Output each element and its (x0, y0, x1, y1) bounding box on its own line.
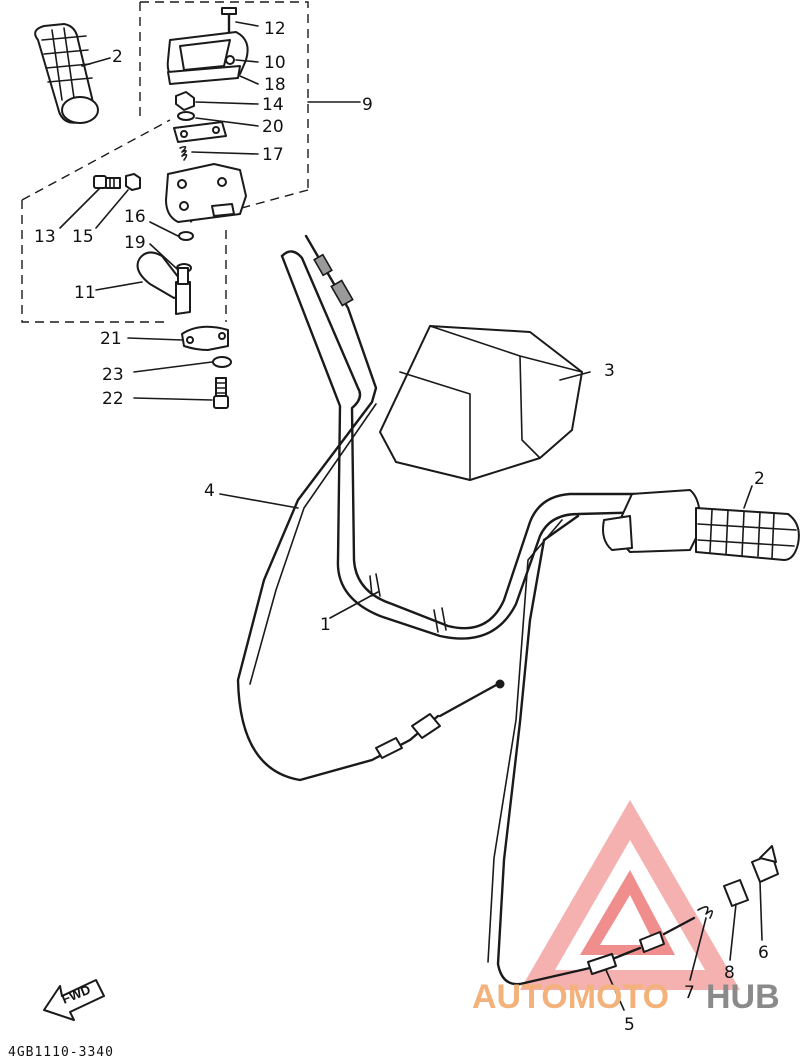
locknut (125, 173, 141, 191)
callout-4: 4 (204, 481, 215, 501)
washer-23 (212, 356, 232, 368)
diagram-code: 4GB1110-3340 (8, 1045, 114, 1060)
callout-20: 20 (262, 117, 284, 137)
throttle-lever (136, 251, 191, 315)
watermark-text-2: HUB (706, 978, 780, 1016)
callout-10: 10 (264, 53, 286, 73)
clamp (181, 325, 229, 351)
assembly-outline (21, 1, 361, 323)
callout-2-left: 2 (112, 47, 123, 67)
grip-left (34, 23, 99, 124)
throttle-housing (165, 163, 247, 223)
brake-cable (487, 514, 696, 986)
spring-17 (179, 145, 188, 161)
callout-2-right: 2 (754, 469, 765, 489)
callout-13: 13 (34, 227, 56, 247)
callout-5: 5 (624, 1015, 635, 1035)
washer-16 (178, 231, 194, 241)
callout-9: 9 (362, 95, 373, 115)
leader-lines (59, 21, 763, 1011)
callout-6: 6 (758, 943, 769, 963)
spring-7 (697, 906, 714, 919)
watermark: AUTOMOTO HUB (472, 978, 780, 1016)
callout-3: 3 (604, 361, 615, 381)
wing-nut (751, 845, 779, 883)
callout-1: 1 (320, 615, 331, 635)
callout-22: 22 (102, 389, 124, 409)
plate (173, 121, 227, 143)
watermark-text-1: AUTOMOTO (472, 978, 669, 1016)
callout-21: 21 (100, 329, 122, 349)
callout-15: 15 (72, 227, 94, 247)
grip-right (602, 489, 800, 561)
callout-11: 11 (74, 283, 96, 303)
handlebar (280, 250, 662, 640)
callout-labels: 2 12 10 18 14 20 17 9 13 15 16 19 11 21 … (34, 19, 769, 1035)
throttle-cable (236, 234, 505, 782)
callout-19: 19 (124, 233, 146, 253)
washer-20 (177, 111, 195, 121)
callout-23: 23 (102, 365, 124, 385)
cable-joint (723, 879, 749, 907)
callout-8: 8 (724, 963, 735, 983)
adjuster-bolt (93, 175, 121, 189)
callout-17: 17 (262, 145, 284, 165)
nut (175, 91, 195, 111)
callout-14: 14 (262, 95, 284, 115)
handlebar-cover (379, 325, 583, 481)
callout-12: 12 (264, 19, 286, 39)
callout-7: 7 (684, 983, 695, 1003)
callout-16: 16 (124, 207, 146, 227)
watermark-logo (520, 800, 740, 990)
bolt-22 (213, 377, 229, 409)
gasket (167, 65, 241, 85)
forward-arrow-icon: FWD (43, 979, 105, 1021)
callout-18: 18 (264, 75, 286, 95)
